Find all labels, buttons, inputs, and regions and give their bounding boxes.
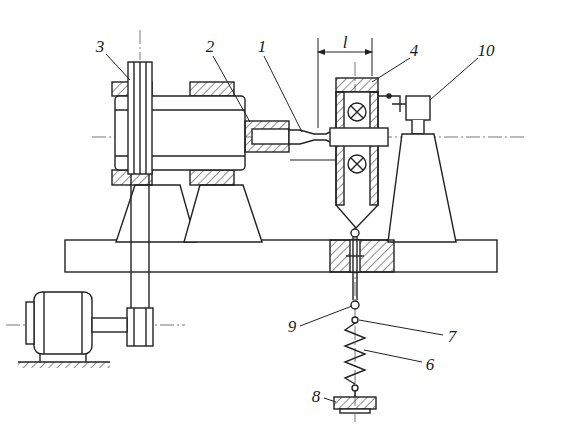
base-frame: [65, 240, 497, 272]
callout-number: 4: [409, 42, 420, 59]
load-rod: [346, 229, 364, 323]
bearing-housing: [330, 78, 388, 228]
lever-arm: [378, 96, 406, 112]
guide-block: [330, 240, 394, 272]
electric-motor: [18, 292, 127, 368]
callout-number: 3: [95, 38, 106, 55]
callout-number: 6: [425, 356, 436, 373]
pedestal: [116, 185, 196, 242]
belt: [130, 174, 131, 310]
spring: [345, 323, 365, 384]
pedestal: [388, 134, 456, 242]
belt: [148, 174, 149, 310]
callout-number: 10: [477, 42, 496, 59]
callout-number: 2: [205, 38, 216, 55]
leader-line: [106, 54, 478, 402]
callout-number: 1: [257, 38, 268, 55]
collet: [245, 121, 289, 152]
callout-number: 7: [447, 328, 458, 345]
callout-number: 8: [311, 388, 322, 405]
center-line: [6, 30, 525, 422]
counter-device: [406, 96, 430, 120]
dimension-line: [318, 38, 372, 128]
pulley: [128, 62, 152, 174]
pedestal: [184, 185, 262, 242]
motor-pulley: [127, 308, 153, 346]
callout-number: 9: [287, 318, 298, 335]
specimen: [289, 129, 336, 145]
dimension-label: l: [342, 34, 349, 51]
weight-plate: [334, 391, 376, 413]
